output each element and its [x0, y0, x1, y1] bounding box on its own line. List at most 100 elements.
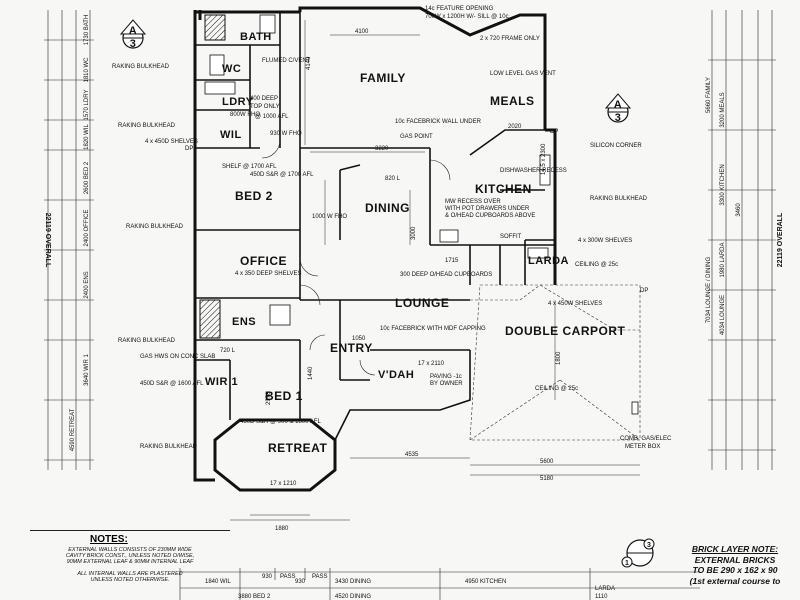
- external-walls: [193, 6, 641, 492]
- note-paving: PAVING -1c: [430, 374, 462, 380]
- room-family: FAMILY: [360, 71, 406, 85]
- sink-icon: [439, 229, 459, 243]
- dim-5600: 5600: [540, 459, 554, 465]
- section-marker-right: A 3: [604, 93, 632, 124]
- brick-note-line-3: (1st external course to: [689, 575, 781, 586]
- left-dimension-strings: 22119 OVERALL 1730 BATH 1810 WC 1570 LDR…: [44, 10, 94, 470]
- ens-vanity-icon: [269, 304, 291, 326]
- dimension-labels: 4100 4140 2020 3220 820 L 720 L 1715 453…: [220, 29, 562, 532]
- room-ldry: LDRY: [222, 96, 254, 108]
- section-left-letter: A: [129, 25, 137, 37]
- note-mw-recess-3: & O/HEAD CUPBOARDS ABOVE: [445, 213, 535, 219]
- overall-right-label: 22119 OVERALL: [777, 212, 784, 267]
- dim-1210: 17 x 1210: [270, 481, 297, 487]
- dim-1800: 1800: [556, 351, 562, 365]
- left-dim-4: 2600 BED 2: [84, 161, 90, 194]
- dim-820: 820 L: [385, 176, 401, 182]
- note-afl-1000: @ 1000 AFL: [255, 114, 289, 120]
- note-raking-bulkhead-4: RAKING BULKHEAD: [118, 338, 176, 344]
- brick-note-title: BRICK LAYER NOTE:: [691, 544, 779, 554]
- left-dim-7: 3640 WIR 1: [84, 353, 90, 385]
- dim-4140: 4140: [306, 56, 312, 70]
- dim-5180: 5180: [540, 476, 554, 482]
- note-soffit: SOFFIT: [500, 234, 522, 240]
- strip-r1-6: 4950 KITCHEN: [465, 579, 506, 585]
- note-fho-1000: 1000 W FHO: [312, 214, 347, 220]
- room-entry: ENTRY: [330, 341, 373, 355]
- overall-left-label: 22119 OVERALL: [44, 213, 51, 268]
- wc-toilet-icon: [209, 54, 225, 76]
- right-dim-2: 3300 KITCHEN: [720, 164, 726, 205]
- section-marker-left: A 3: [119, 19, 147, 50]
- dim-4535: 4535: [405, 452, 419, 458]
- larder-shelf-icon: [527, 247, 549, 259]
- notes-panel: NOTES: EXTERNAL WALLS CONSISTS OF 230MM …: [30, 530, 230, 597]
- note-dishwasher: DISHWASHER RECESS: [500, 168, 567, 174]
- note-gas-point: GAS POINT: [400, 134, 433, 140]
- left-dim-6: 2400 ENS: [84, 271, 90, 298]
- note-mw-recess-2: WITH POT DRAWERS UNDER: [445, 206, 530, 212]
- room-bed1: BED 1: [265, 389, 303, 403]
- right-dimension-strings: 22119 OVERALL 5660 FAMILY 3200 MEALS 330…: [706, 10, 784, 470]
- section-right-number: 3: [615, 112, 622, 124]
- note-comb-meter: COMB. GAS/ELEC: [620, 436, 672, 442]
- note-frame-only: 2 x 720 FRAME ONLY: [480, 36, 540, 42]
- left-dim-2: 1570 LDRY: [84, 90, 90, 121]
- strip-r1-1: 930: [262, 574, 273, 580]
- vanity-icon: [259, 14, 276, 34]
- note-shelves-450d: 4 x 450D SHELVES: [145, 139, 198, 145]
- notes-line-1: CAVITY BRICK CONST., UNLESS NOTED O/WISE…: [65, 553, 195, 559]
- dim-4100: 4100: [355, 29, 369, 35]
- notes-title: NOTES:: [90, 534, 128, 545]
- note-feature-opening: 14c FEATURE OPENING: [425, 6, 494, 12]
- bath-hatched-block: [204, 14, 226, 41]
- dim-2978: 2978: [266, 391, 272, 405]
- strip-r1-5: 3430 DINING: [335, 579, 371, 585]
- dim-3000: 3000: [411, 226, 417, 240]
- note-by-owner: BY OWNER: [430, 381, 463, 387]
- note-top-only: TOP ONLY: [250, 104, 280, 110]
- laundry-trough-icon: [204, 81, 236, 95]
- left-dim-8: 4590 RETREAT: [70, 408, 76, 451]
- fixtures: [204, 14, 639, 415]
- note-comb-meter-2: METER BOX: [625, 444, 660, 450]
- note-sr-bed1: 450D S&R @ 1600 AFL: [140, 381, 204, 387]
- room-labels: BATH WC LDRY WIL BED 2 OFFICE ENS WIR 1 …: [205, 31, 626, 455]
- note-raking-bulkhead-3: RAKING BULKHEAD: [126, 224, 184, 230]
- notes-line-2: 90MM EXTERNAL LEAF & 90MM INTERNAL LEAF: [66, 559, 194, 565]
- room-double-carport: DOUBLE CARPORT: [505, 324, 626, 338]
- note-shelves-300: 4 x 300W SHELVES: [578, 238, 632, 244]
- left-dim-3: 1820 WIL: [84, 123, 90, 149]
- note-deep-400: 400 DEEP: [250, 96, 278, 102]
- dim-2300: 14.5 x 2300: [541, 143, 547, 175]
- dim-1440: 1440: [308, 366, 314, 380]
- internal-walls: [195, 12, 555, 420]
- annotations: RAKING BULKHEAD RAKING BULKHEAD RAKING B…: [112, 6, 672, 450]
- note-dp-3: DP: [640, 288, 648, 294]
- note-low-gas-vent: LOW LEVEL GAS VENT: [490, 71, 556, 77]
- room-wil: WIL: [220, 129, 242, 141]
- strip-r2-2: 1110: [595, 594, 608, 600]
- room-meals: MEALS: [490, 94, 535, 108]
- section-right-letter: A: [614, 99, 622, 111]
- right-dim-5: 4034 LOUNGE: [720, 295, 726, 335]
- note-gas-hws: GAS HWS ON CONC SLAB: [140, 354, 215, 360]
- note-feature-opening-2: 700W x 1200H W/- SILL @ 10c: [425, 14, 509, 20]
- note-ceiling-25c: CEILING @ 25c: [575, 262, 618, 268]
- left-dim-1: 1810 WC: [84, 57, 90, 83]
- meter-box-icon: [631, 401, 639, 415]
- left-dim-5: 2400 OFFICE: [84, 209, 90, 246]
- ens-hatched-block: [199, 299, 221, 339]
- note-dp-1: DP: [185, 146, 193, 152]
- note-raking-bulkhead-6: RAKING BULKHEAD: [590, 196, 648, 202]
- room-ens: ENS: [232, 316, 256, 328]
- dim-720: 720 L: [220, 348, 236, 354]
- notes-line-4: ALL INTERNAL WALLS ARE PLASTERED: [77, 571, 183, 577]
- dim-1715: 1715: [445, 258, 459, 264]
- room-bed2: BED 2: [235, 189, 273, 203]
- brick-note-line-2: TO BE 290 x 162 x 90: [692, 565, 778, 575]
- right-dim-0: 5660 FAMILY: [706, 77, 712, 113]
- room-lounge: LOUNGE: [395, 296, 449, 310]
